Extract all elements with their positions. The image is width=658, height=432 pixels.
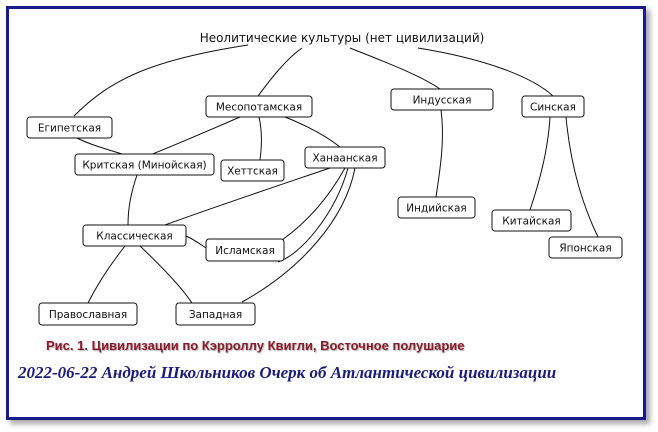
author-line: 2022-06-22 Андрей Школьников Очерк об Ат… [18, 363, 557, 382]
edge-canaanite-western [241, 167, 356, 303]
node-sinic-label: Синская [530, 102, 576, 114]
node-egyptian-label: Египетская [38, 123, 101, 135]
edge-minoan-classical [127, 174, 138, 226]
node-indus: Индусская [390, 88, 494, 111]
node-chinese: Китайская [491, 209, 572, 232]
edge-mesopotamia-canaanite [284, 116, 341, 148]
edge-root-egypt [73, 44, 249, 117]
edge-classical-islamic [185, 235, 207, 249]
node-mesopotamian-label: Месопотамская [216, 102, 302, 114]
edge-classical-western [139, 245, 193, 304]
edge-root-sinic [417, 47, 554, 97]
node-orthodox-label: Православная [49, 309, 127, 321]
edge-root-mesopotamia [257, 47, 303, 97]
node-classical: Классическая [82, 224, 187, 247]
node-japanese: Японская [548, 236, 623, 259]
node-western-label: Западная [189, 309, 242, 321]
node-orthodox: Православная [38, 302, 138, 326]
node-sinic: Синская [521, 95, 585, 118]
edge-canaanite-classical [161, 167, 331, 227]
edge-mesopotamia-hittite [258, 116, 262, 161]
node-indus-label: Индусская [413, 95, 472, 107]
root-label: Неолитические культуры (нет цивилизаций) [200, 31, 485, 45]
node-classical-label: Классическая [96, 231, 173, 243]
edge-canaanite-western-2 [277, 167, 349, 263]
edge-indus-indian [435, 109, 443, 198]
node-egyptian: Египетская [26, 116, 113, 139]
node-islamic-label: Исламская [215, 245, 275, 257]
node-hittite-label: Хеттская [227, 166, 278, 178]
node-minoan: Критская (Минойская) [74, 153, 215, 176]
edge-mesopotamia-minoan [149, 116, 241, 156]
node-islamic: Исламская [205, 238, 285, 262]
edge-classical-orthodox [87, 245, 126, 304]
edge-root-indus [349, 47, 441, 90]
node-hittite: Хеттская [220, 159, 285, 182]
node-minoan-label: Критская (Минойская) [82, 160, 206, 172]
edge-canaanite-islamic [281, 167, 346, 241]
node-indian-label: Индийская [406, 203, 467, 215]
node-canaanite-label: Ханаанская [312, 153, 377, 165]
edge-egypt-minoan [74, 136, 126, 156]
node-indian: Индийская [397, 196, 476, 219]
edges [73, 44, 599, 304]
node-japanese-label: Японская [559, 243, 611, 255]
node-canaanite: Ханаанская [304, 146, 386, 169]
node-western: Западная [175, 302, 256, 326]
edge-sinic-japanese [565, 116, 599, 238]
figure-caption: Рис. 1. Цивилизации по Кэрроллу Квигли, … [46, 338, 465, 353]
node-chinese-label: Китайская [502, 216, 561, 228]
node-mesopotamian: Месопотамская [205, 95, 313, 118]
edge-sinic-chinese [529, 116, 551, 211]
